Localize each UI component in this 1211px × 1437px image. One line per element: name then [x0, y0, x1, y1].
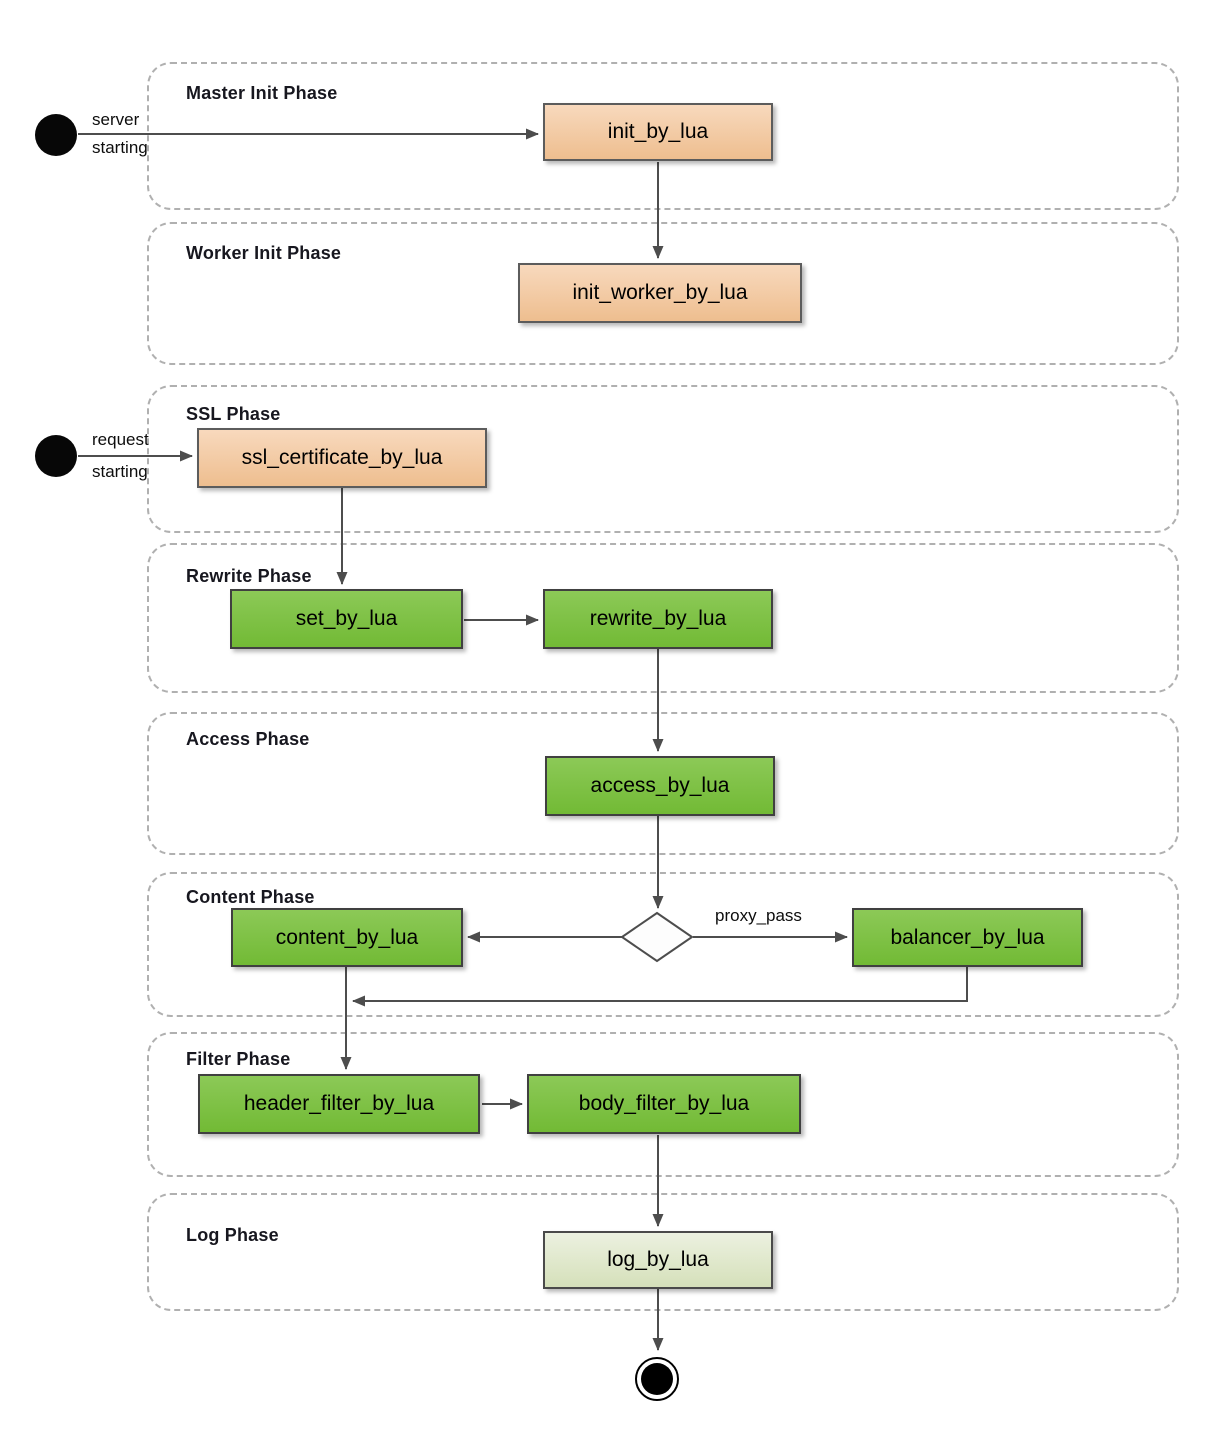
edge-label-starting-2: starting	[92, 462, 148, 481]
node-header-filter-by-lua: header_filter_by_lua	[198, 1074, 480, 1134]
phase-content-label: Content Phase	[186, 887, 315, 907]
phase-worker-init: Worker Init Phase	[147, 222, 1179, 365]
edge-label-request: request	[92, 430, 149, 449]
edge-label-server: server	[92, 110, 140, 129]
phase-log-label: Log Phase	[186, 1225, 279, 1245]
node-init-by-lua: init_by_lua	[543, 103, 773, 161]
start-node-server	[35, 114, 77, 156]
end-node-core	[641, 1363, 673, 1395]
node-init-worker-by-lua: init_worker_by_lua	[518, 263, 802, 323]
node-access-by-lua: access_by_lua	[545, 756, 775, 816]
phase-access-label: Access Phase	[186, 729, 310, 749]
node-set-by-lua: set_by_lua	[230, 589, 463, 649]
phase-master-init-label: Master Init Phase	[186, 83, 338, 103]
node-rewrite-by-lua: rewrite_by_lua	[543, 589, 773, 649]
node-ssl-certificate-by-lua: ssl_certificate_by_lua	[197, 428, 487, 488]
end-node	[635, 1357, 679, 1401]
phase-worker-init-label: Worker Init Phase	[186, 243, 342, 263]
node-body-filter-by-lua: body_filter_by_lua	[527, 1074, 801, 1134]
phase-rewrite-label: Rewrite Phase	[186, 566, 312, 586]
start-node-request	[35, 435, 77, 477]
node-content-by-lua: content_by_lua	[231, 908, 463, 967]
edge-label-starting-1: starting	[92, 138, 148, 157]
phase-ssl-label: SSL Phase	[186, 404, 281, 424]
phase-filter-label: Filter Phase	[186, 1049, 291, 1069]
node-balancer-by-lua: balancer_by_lua	[852, 908, 1083, 967]
edge-label-proxy-pass: proxy_pass	[715, 906, 802, 925]
node-log-by-lua: log_by_lua	[543, 1231, 773, 1289]
